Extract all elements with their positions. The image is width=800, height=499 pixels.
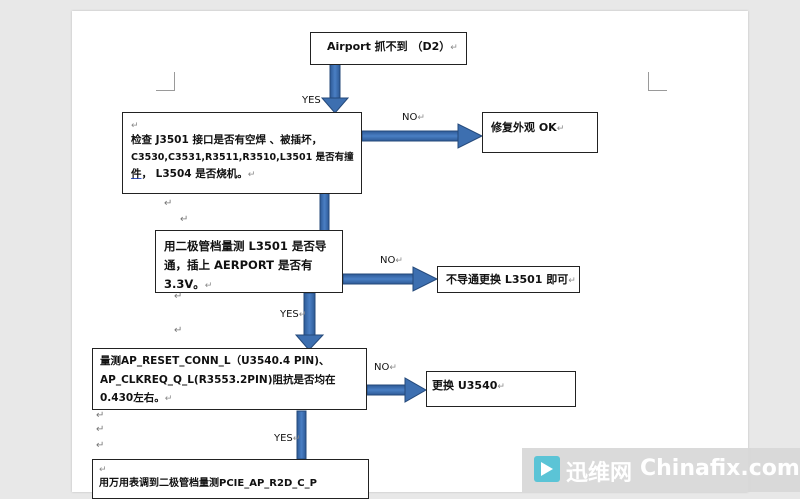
box-replace-u3540: 更换 U3540↵ bbox=[426, 371, 576, 407]
box-text-line1: 检查 J3501 接口是否有空焊 、被插坏， bbox=[131, 134, 323, 146]
box-text-line2: 通，插上 AERPORT 是否有 3.3V。 bbox=[164, 258, 313, 291]
arrow-right-2 bbox=[342, 266, 439, 292]
box-airport-not-detected: Airport 抓不到 （D2）↵ bbox=[310, 32, 467, 65]
box-text-line3: ， L3504 是否烧机。 bbox=[141, 168, 248, 180]
paragraph-mark: ↵ bbox=[180, 214, 189, 225]
label-yes-3: YES↵ bbox=[274, 433, 301, 444]
watermark: 迅维网 Chinafix.com bbox=[522, 448, 800, 492]
paragraph-mark: ↵ bbox=[164, 198, 173, 209]
label-no-3: NO↵ bbox=[374, 362, 397, 373]
label-no-1: NO↵ bbox=[402, 112, 425, 123]
box-repair-appearance: 修复外观 OK↵ bbox=[482, 112, 598, 153]
arrow-down-3 bbox=[294, 292, 325, 351]
box-text-line1: 量测AP_RESET_CONN_L（U3540.4 PIN)、 bbox=[100, 355, 330, 367]
box-replace-l3501: 不导通更换 L3501 即可↵ bbox=[437, 266, 580, 293]
box-text: 不导通更换 L3501 即可 bbox=[446, 273, 569, 286]
box-measure-l3501: 用二极管档量测 L3501 是否导 通，插上 AERPORT 是否有 3.3V。… bbox=[155, 230, 343, 293]
paragraph-mark: ↵ bbox=[96, 410, 105, 421]
arrow-right-1 bbox=[361, 123, 484, 149]
arrow-down-1 bbox=[320, 63, 350, 114]
label-no-2: NO↵ bbox=[380, 255, 403, 266]
box-text: Airport 抓不到 （D2） bbox=[327, 40, 451, 53]
box-text-underlined: 件 bbox=[131, 168, 142, 180]
paragraph-mark: ↵ bbox=[96, 424, 105, 435]
box-text-line3: 0.430左右。 bbox=[100, 392, 165, 404]
watermark-cn: 迅维网 bbox=[566, 461, 633, 486]
box-text: 更换 U3540 bbox=[432, 379, 498, 392]
paragraph-mark: ↵ bbox=[96, 440, 105, 451]
arrow-down-2 bbox=[319, 192, 330, 232]
box-text: 修复外观 OK bbox=[491, 121, 557, 134]
box-multimeter-measure: ↵ 用万用表调到二极管档量测PCIE_AP_R2D_C_P bbox=[92, 459, 369, 499]
box-check-j3501: ↵ 检查 J3501 接口是否有空焊 、被插坏， C3530,C3531,R35… bbox=[122, 112, 362, 194]
box-text-line1: 用二极管档量测 L3501 是否导 bbox=[164, 239, 327, 253]
box-text-line2: C3530,C3531,R3511,R3510,L3501 是否有撞 bbox=[131, 152, 354, 163]
crop-mark-top-right bbox=[648, 72, 667, 91]
box-text-line2: AP_CLKREQ_Q_L(R3553.2PIN)阻抗是否均在 bbox=[100, 373, 336, 386]
watermark-en: Chinafix.com bbox=[640, 456, 800, 481]
arrow-right-3 bbox=[366, 377, 428, 403]
play-logo-icon bbox=[534, 456, 560, 482]
label-yes-1: YES bbox=[302, 95, 321, 106]
paragraph-mark: ↵ bbox=[174, 291, 183, 302]
paragraph-mark: ↵ bbox=[174, 325, 183, 336]
box-text: 用万用表调到二极管档量测PCIE_AP_R2D_C_P bbox=[99, 478, 317, 489]
crop-mark-top-left bbox=[156, 72, 175, 91]
label-yes-2: YES↵ bbox=[280, 309, 307, 320]
box-measure-resistance: 量测AP_RESET_CONN_L（U3540.4 PIN)、 AP_CLKRE… bbox=[92, 348, 367, 410]
